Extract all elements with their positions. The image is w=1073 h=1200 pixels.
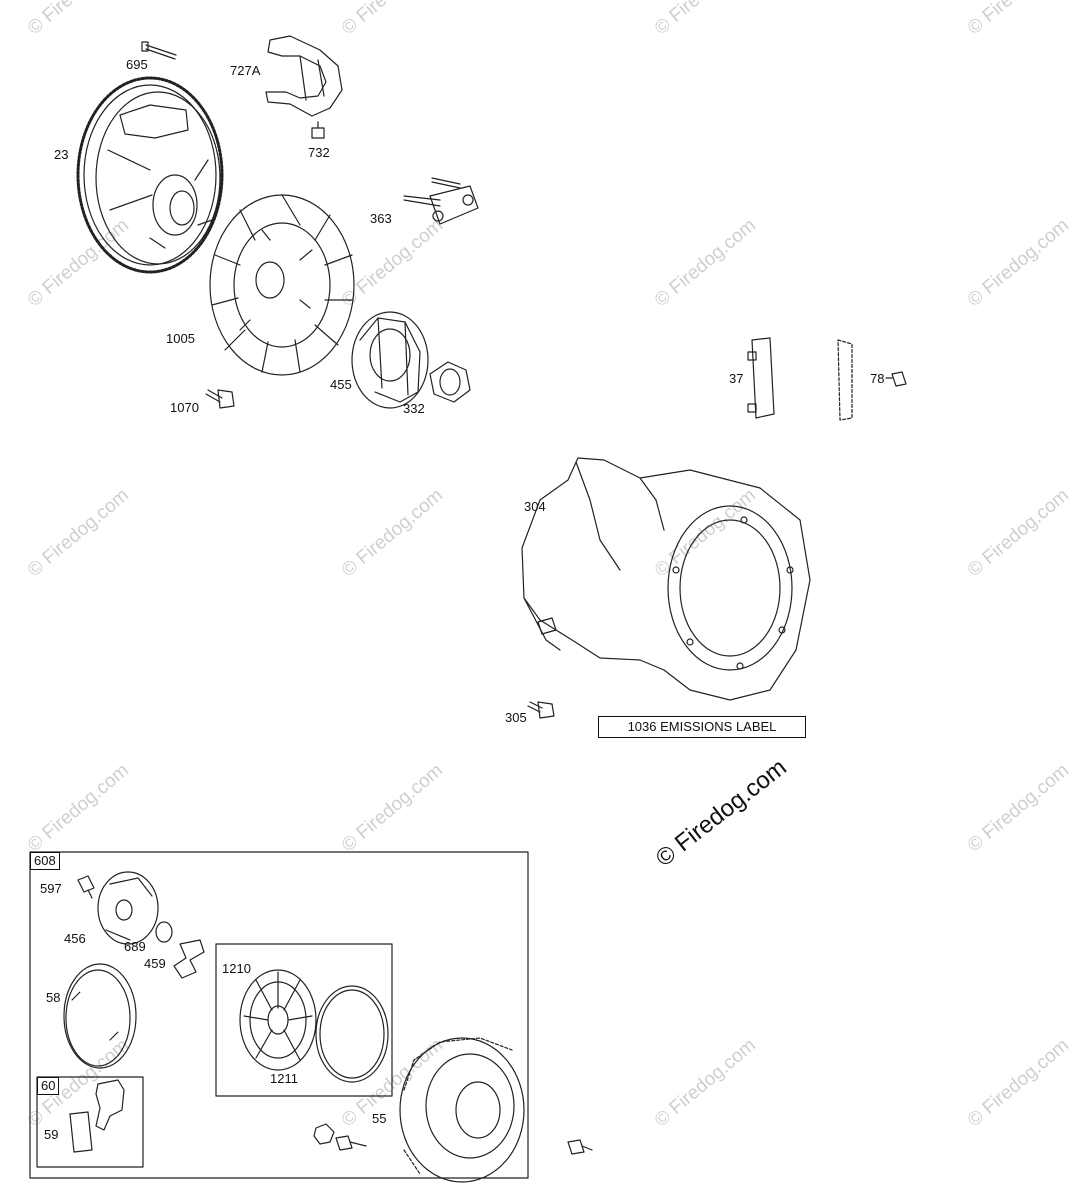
part-label-304: 304 (524, 499, 546, 514)
part-label-455: 455 (330, 377, 352, 392)
blower-housing-304-icon (521, 457, 811, 701)
screw-305-icon (527, 701, 555, 719)
bolt-695-icon (141, 41, 177, 60)
part-label-608: 608 (30, 852, 60, 871)
shroud-727a-icon (265, 35, 343, 117)
insert-59-icon (69, 1111, 93, 1153)
part-label-1070: 1070 (170, 400, 199, 415)
part-label-597: 597 (40, 881, 62, 896)
cup-455-icon (351, 311, 429, 409)
part-label-78: 78 (870, 371, 885, 386)
emissions-label-box: 1036 EMISSIONS LABEL (598, 716, 806, 738)
part-label-727a: 727A (230, 63, 261, 78)
screw-597-icon (77, 875, 95, 899)
spring-58-icon (63, 963, 137, 1069)
pawl-459-icon (173, 939, 205, 979)
bolt-icon (335, 1135, 367, 1151)
part-label-695: 695 (126, 57, 148, 72)
bolt-1070-icon (205, 389, 235, 409)
handle-60-icon (95, 1079, 125, 1131)
ring-689-icon (155, 921, 173, 943)
plate-37-icon (747, 337, 775, 419)
part-label-732: 732 (308, 145, 330, 160)
screw-78-icon (885, 371, 907, 387)
part-label-689: 689 (124, 939, 146, 954)
part-label-332: 332 (403, 401, 425, 416)
fan-1005-icon (209, 194, 355, 376)
starter-housing-55-icon (399, 1037, 525, 1183)
nut-icon (313, 1123, 335, 1145)
part-label-363: 363 (370, 211, 392, 226)
part-label-459: 459 (144, 956, 166, 971)
part-label-55: 55 (372, 1111, 387, 1126)
part-label-1211: 1211 (270, 1071, 298, 1086)
bracket-363-icon (403, 177, 479, 225)
part-label-59: 59 (44, 1127, 59, 1142)
nut-332-icon (429, 361, 471, 403)
part-label-1210: 1210 (222, 961, 251, 976)
pawl-plate-456-icon (97, 871, 159, 945)
part-label-37: 37 (729, 371, 744, 386)
pulley-group-box (215, 943, 393, 1097)
spring-1211-icon (315, 985, 389, 1083)
part-label-60: 60 (37, 1077, 60, 1096)
flywheel-23-icon (76, 76, 224, 274)
part-label-23: 23 (54, 147, 69, 162)
bolt-icon (567, 1139, 593, 1155)
handle-group-box (36, 1076, 144, 1168)
part-label-58: 58 (46, 990, 61, 1005)
part-label-456: 456 (64, 931, 86, 946)
part-label-305: 305 (505, 710, 527, 725)
screw-732-icon (311, 121, 325, 139)
pulley-1210-icon (239, 969, 317, 1071)
gasket-icon (837, 339, 853, 421)
part-label-1005: 1005 (166, 331, 195, 346)
starter-group-box (29, 851, 529, 1179)
